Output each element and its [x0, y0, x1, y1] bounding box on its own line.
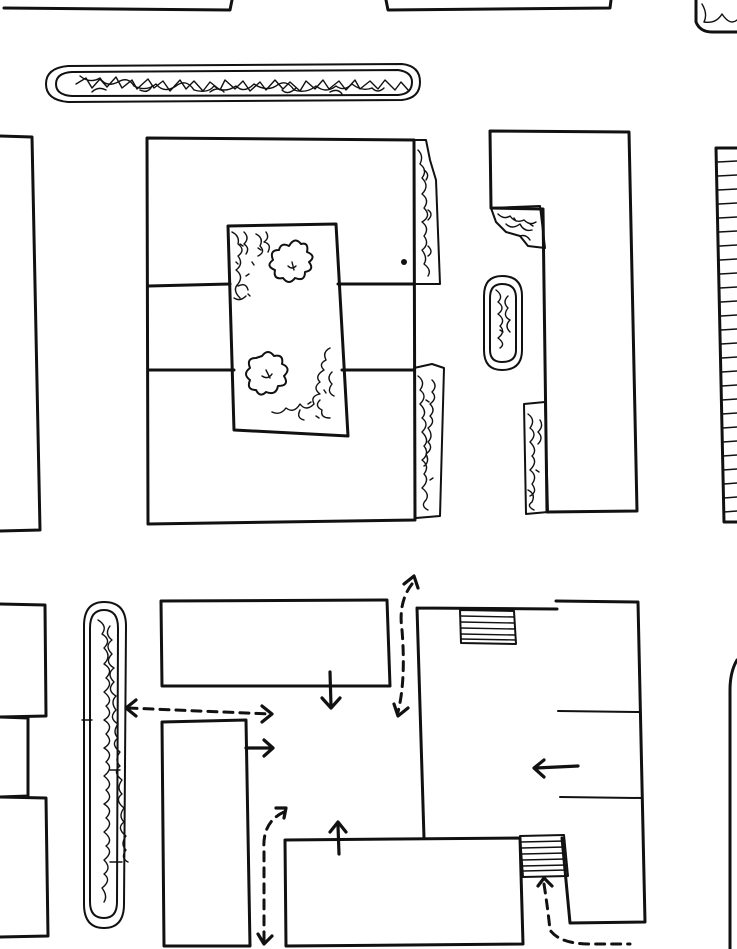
path-arrowhead — [256, 932, 274, 946]
circulation-path-west — [126, 706, 272, 716]
circulation-path-southeast — [542, 882, 632, 946]
path-arrowhead — [274, 806, 288, 820]
building-courtyard-outer — [145, 136, 417, 526]
buildings-left-edge-lower — [0, 602, 50, 939]
path-arrowhead — [402, 574, 420, 590]
building-right-edge-upper — [714, 146, 737, 524]
building-top-left — [2, 0, 234, 12]
building-left-c — [0, 795, 50, 939]
building-lower-north — [159, 598, 392, 688]
courtyard-block — [145, 136, 417, 526]
access-arrow-down — [320, 670, 342, 710]
green-strip-courtyard-upper — [413, 139, 441, 285]
access-arrow-left — [532, 758, 580, 779]
circulation-path-southwest — [262, 810, 286, 942]
shrub-cluster — [231, 231, 271, 301]
access-arrow-up — [328, 820, 348, 856]
building-east-l — [488, 129, 639, 515]
building-lower-east — [554, 599, 647, 925]
staircase-south — [519, 834, 569, 878]
courtyard — [226, 222, 350, 438]
building-lower-core — [415, 606, 559, 840]
building-left-edge-upper — [0, 134, 42, 533]
access-arrow-right — [244, 738, 275, 758]
green-strip-top — [45, 63, 421, 103]
building-lower-south — [283, 836, 525, 948]
path-arrowhead — [260, 704, 274, 724]
planter-top-right — [694, 0, 737, 34]
path-arrowhead — [392, 702, 410, 718]
tree-icon — [268, 239, 314, 283]
building-right-edge-lower — [728, 658, 737, 949]
building-lower-west — [160, 718, 252, 948]
green-strip-vertical-lower — [81, 601, 129, 929]
building-left-b — [0, 715, 30, 799]
building-left-a — [0, 602, 48, 719]
circulation-path-north — [396, 582, 414, 714]
shrub-cluster — [271, 347, 335, 421]
path-arrowhead — [124, 698, 138, 718]
staircase-north — [459, 609, 517, 645]
top-edge-buildings — [2, 0, 737, 34]
path-arrowhead — [536, 876, 554, 888]
tree-icon — [245, 351, 289, 396]
building-top-center — [384, 0, 613, 12]
green-strip-pill — [483, 275, 523, 371]
green-strip-courtyard-lower — [413, 363, 445, 519]
